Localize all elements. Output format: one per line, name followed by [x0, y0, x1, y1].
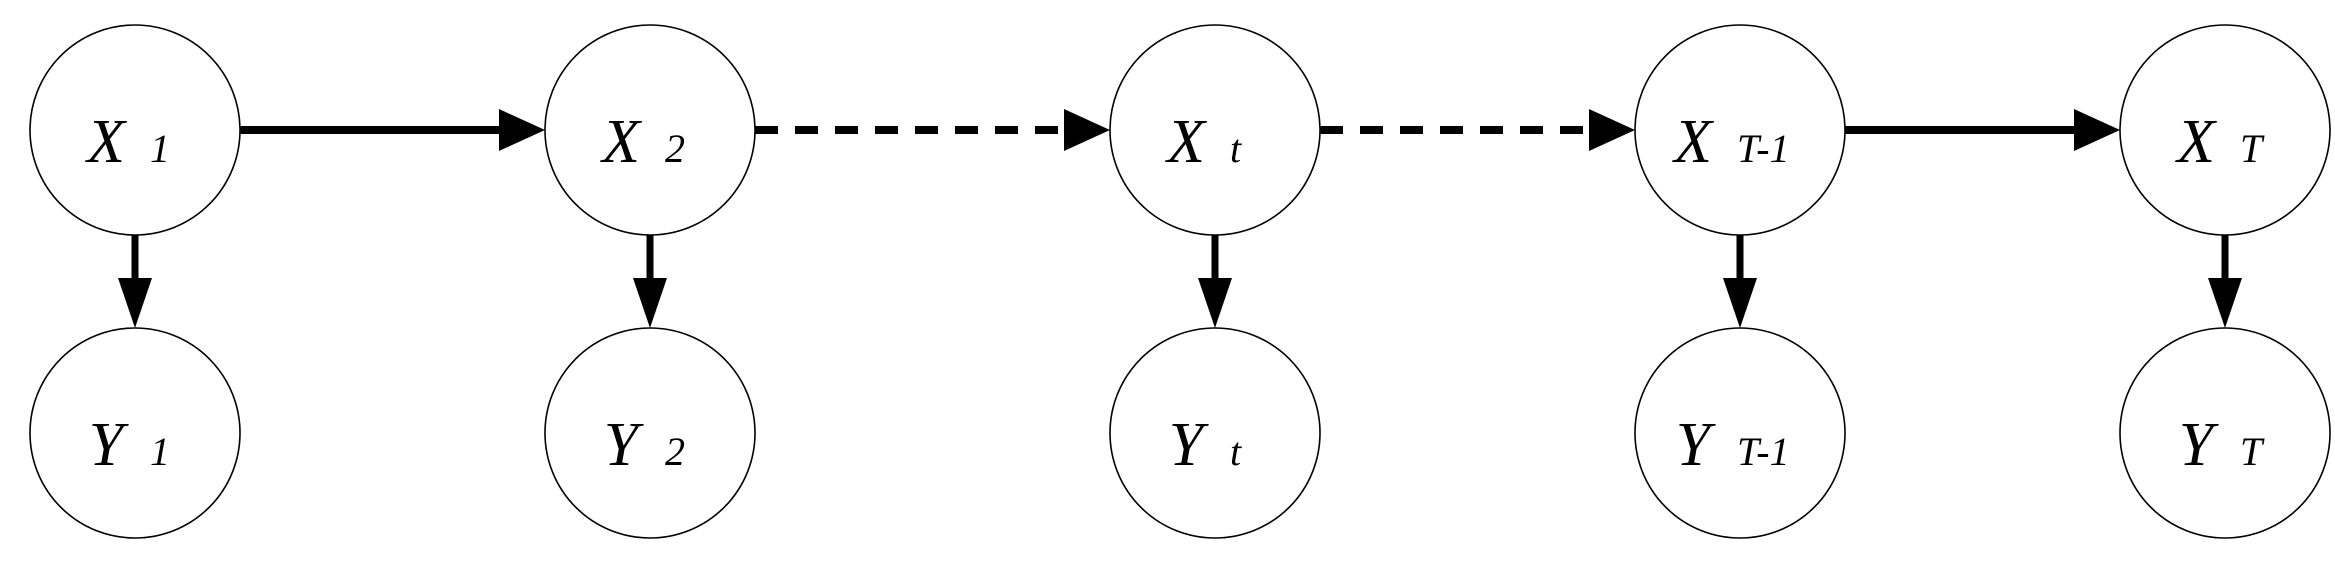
arrowhead-icon: [1589, 109, 1635, 151]
node-label: X: [1164, 108, 1207, 176]
emission-edge: [2208, 235, 2242, 328]
observed-variable-circle[interactable]: [29, 327, 241, 539]
node-label: X: [2174, 108, 2217, 176]
observed-variable-circle[interactable]: [2119, 327, 2331, 539]
arrowhead-icon: [2074, 109, 2120, 151]
node-label: X: [1671, 108, 1714, 176]
hidden-state-circle[interactable]: [2119, 24, 2331, 236]
emission-edge: [1723, 235, 1757, 328]
node-subscript: t: [1230, 429, 1242, 474]
node-subscript: 2: [665, 126, 685, 171]
transition-edge: [1845, 109, 2120, 151]
arrowhead-icon: [1198, 278, 1232, 328]
transition-edge: [240, 109, 545, 151]
node-ytm1[interactable]: Y T-1: [1634, 327, 1846, 539]
node-subscript: T: [2240, 126, 2265, 171]
arrowhead-icon: [1064, 109, 1110, 151]
edges-layer: [118, 109, 2242, 328]
arrowhead-icon: [2208, 278, 2242, 328]
transition-edge: [755, 109, 1110, 151]
emission-edge: [633, 235, 667, 328]
transition-edge: [1320, 109, 1635, 151]
node-label: Y: [1169, 411, 1209, 479]
node-subscript: T: [2240, 429, 2265, 474]
node-subscript: T-1: [1737, 429, 1790, 474]
node-label: Y: [2179, 411, 2219, 479]
hidden-state-circle[interactable]: [544, 24, 756, 236]
emission-edge: [1198, 235, 1232, 328]
node-subscript: T-1: [1737, 126, 1790, 171]
node-label: Y: [604, 411, 644, 479]
node-subscript: 2: [665, 429, 685, 474]
observed-variable-circle[interactable]: [544, 327, 756, 539]
node-subscript: 1: [150, 429, 170, 474]
node-label: X: [599, 108, 642, 176]
node-label: Y: [1676, 411, 1716, 479]
node-subscript: 1: [150, 126, 170, 171]
node-label: X: [84, 108, 127, 176]
arrowhead-icon: [633, 278, 667, 328]
node-subscript: t: [1230, 126, 1242, 171]
observed-variable-circle[interactable]: [1634, 327, 1846, 539]
arrowhead-icon: [118, 278, 152, 328]
hidden-state-circle[interactable]: [29, 24, 241, 236]
arrowhead-icon: [499, 109, 545, 151]
node-xtm1[interactable]: X T-1: [1634, 24, 1846, 236]
observed-variable-circle[interactable]: [1109, 327, 1321, 539]
node-label: Y: [89, 411, 129, 479]
hidden-state-circle[interactable]: [1109, 24, 1321, 236]
arrowhead-icon: [1723, 278, 1757, 328]
hidden-state-circle[interactable]: [1634, 24, 1846, 236]
emission-edge: [118, 235, 152, 328]
